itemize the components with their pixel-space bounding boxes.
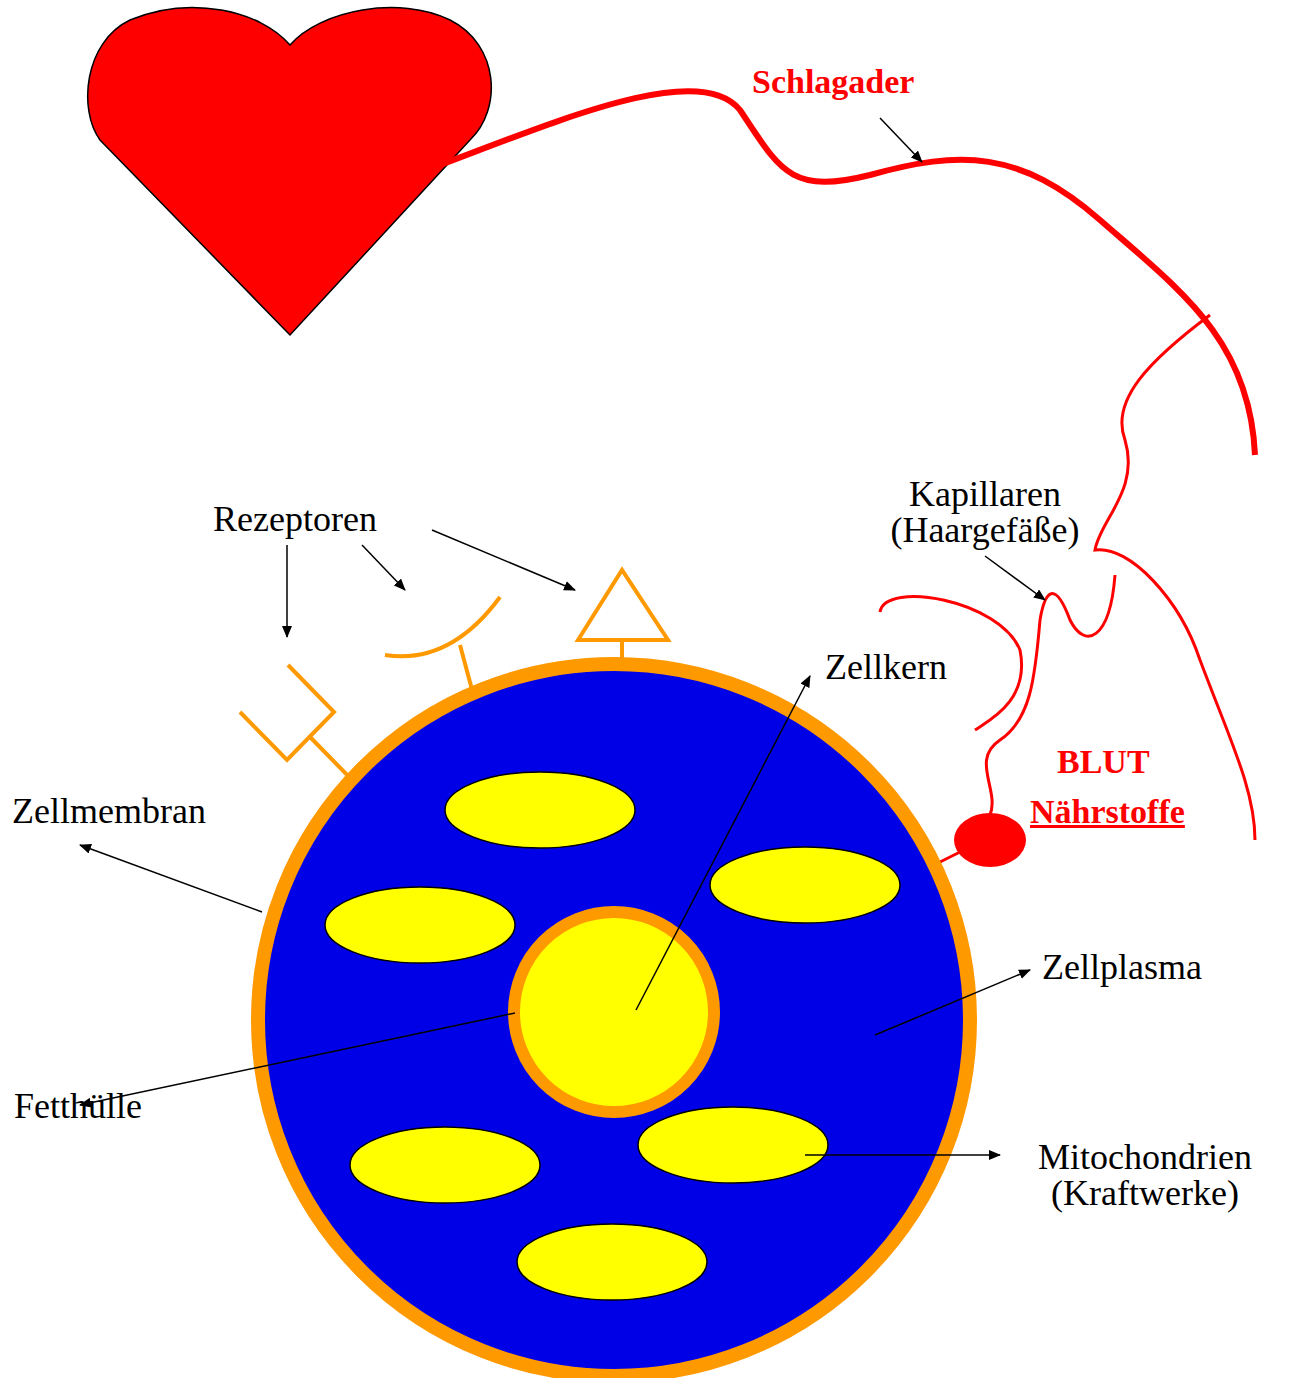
nutrient-label: Nährstoffe xyxy=(1030,792,1185,831)
cell xyxy=(258,664,970,1376)
blood-drop xyxy=(954,813,1026,867)
mitochondria xyxy=(325,772,900,1300)
artery xyxy=(440,91,1255,455)
nucleus-label: Zellkern xyxy=(825,647,947,688)
capillary-label: Kapillaren (Haargefäße) xyxy=(865,476,1105,548)
leader-lines xyxy=(80,118,1045,1155)
fat-layer-label: Fetthülle xyxy=(14,1086,142,1127)
receptor-label: Rezeptoren xyxy=(213,499,377,540)
heart xyxy=(88,8,492,335)
artery-label: Schlagader xyxy=(752,62,914,101)
cytoplasm-label: Zellplasma xyxy=(1042,947,1202,988)
nucleus xyxy=(514,912,714,1112)
mitochondria-label: Mitochondrien (Kraftwerke) xyxy=(1005,1139,1285,1211)
blood-label: BLUT xyxy=(1057,742,1150,781)
membrane-label: Zellmembran xyxy=(12,791,206,832)
